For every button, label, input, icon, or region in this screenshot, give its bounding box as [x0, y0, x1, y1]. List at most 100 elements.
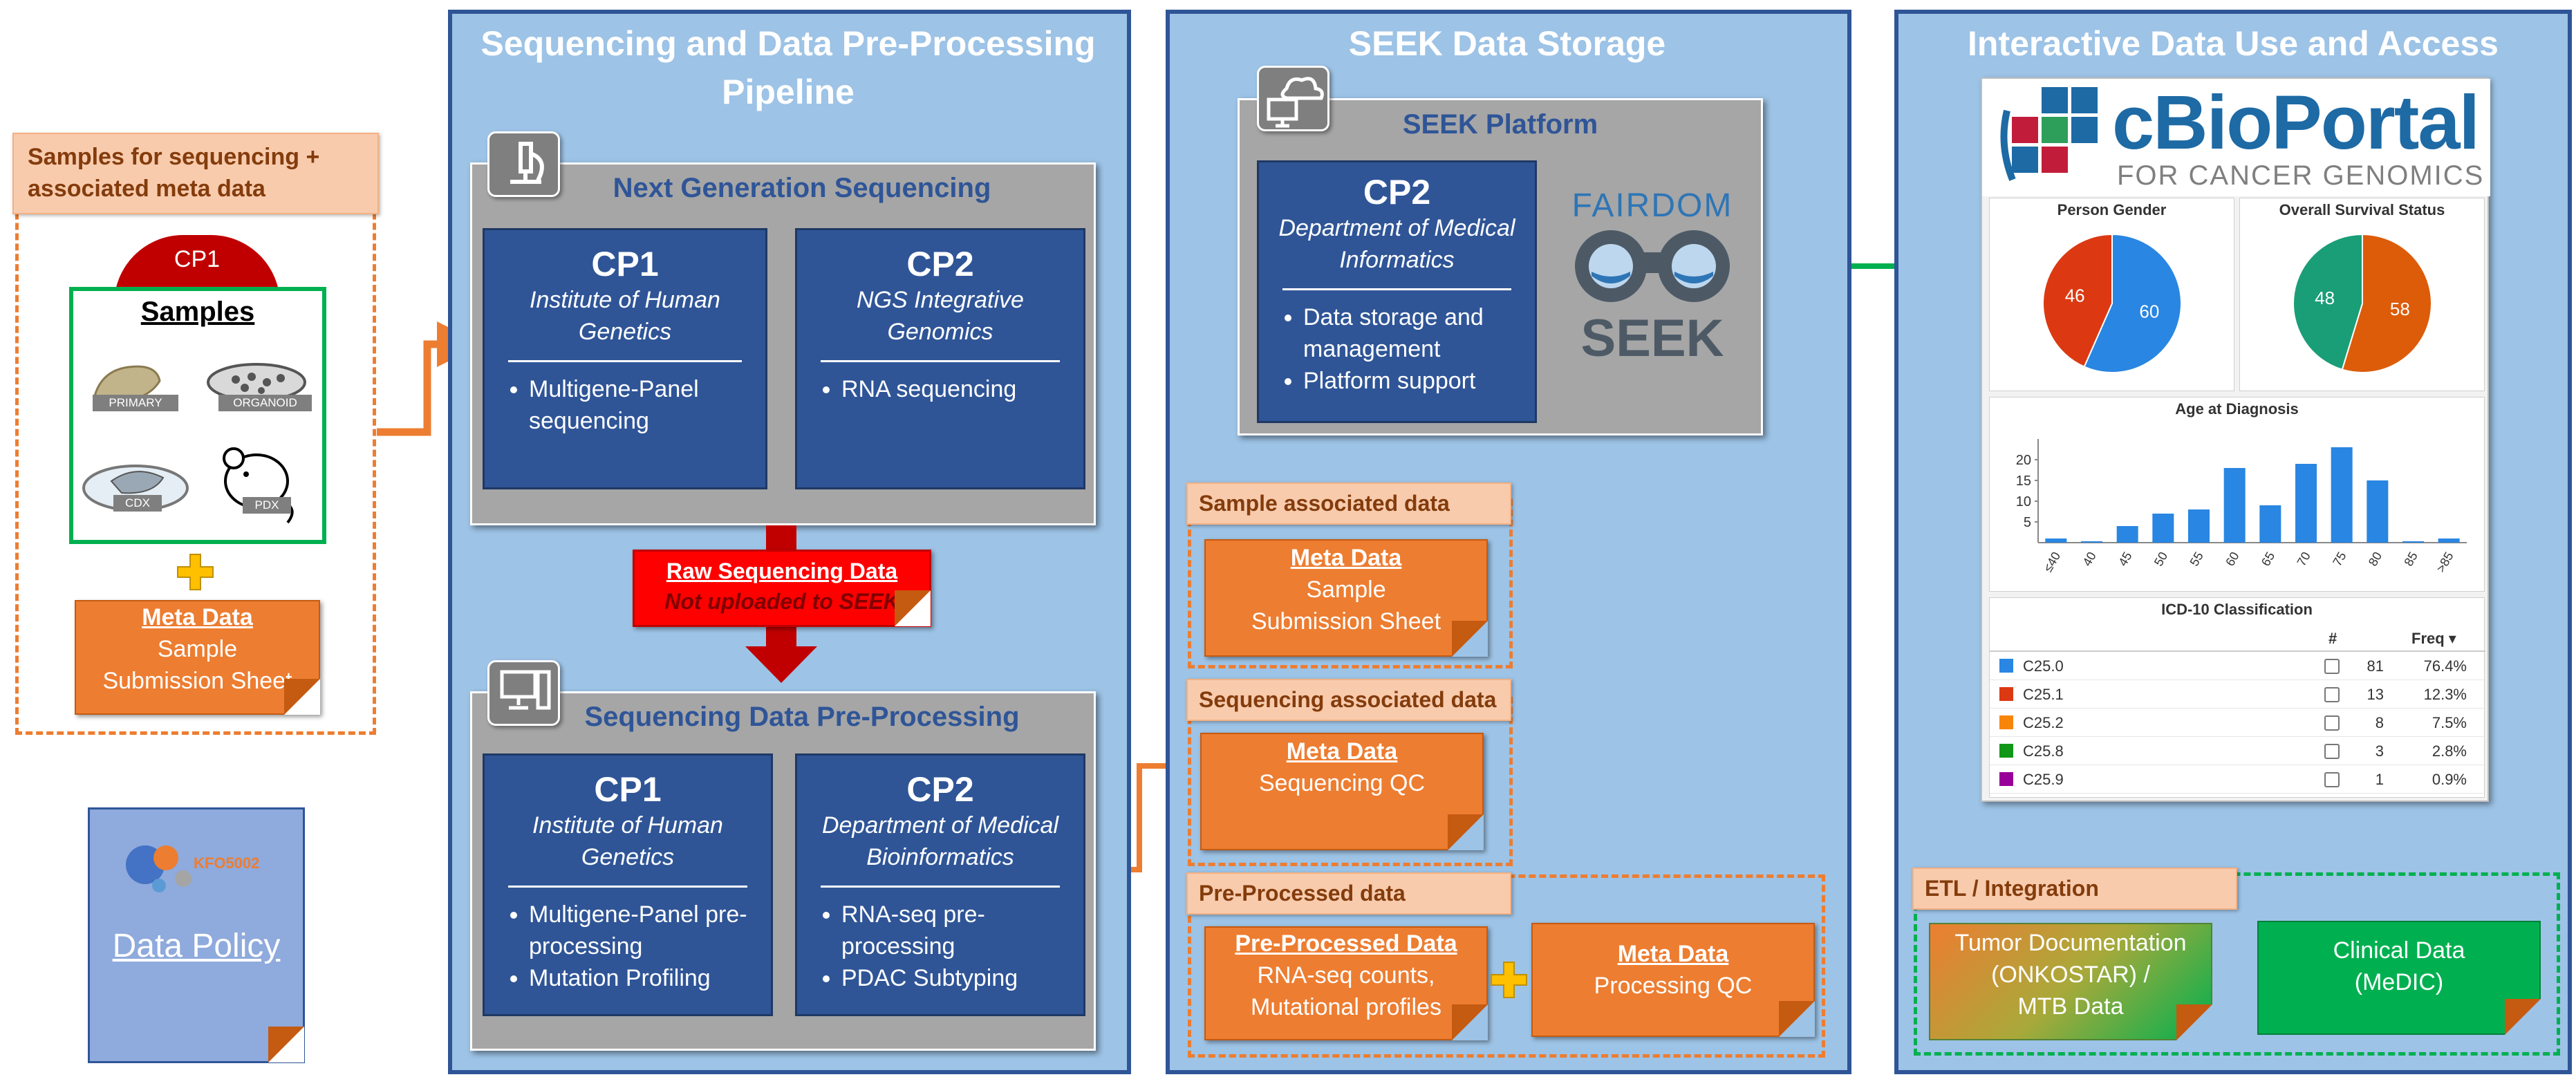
etl-label: ETL / Integration [1912, 868, 2237, 910]
icd-row[interactable]: C25.9 1 0.9% [1990, 765, 2485, 794]
age-bar-8 [2331, 447, 2353, 543]
icd-code: C25.9 [2023, 771, 2064, 788]
preprocessed-data-line-2: Mutational profiles [1251, 994, 1441, 1020]
icd-col-freq[interactable]: Freq ▾ [2411, 630, 2456, 647]
plus-icon-2 [1490, 961, 1528, 999]
plus-icon [176, 553, 214, 591]
icd-checkbox[interactable] [2324, 715, 2340, 731]
binoculars-icon [1575, 230, 1730, 302]
age-xtick-11: >85 [2434, 550, 2456, 574]
data-policy-label[interactable]: Data Policy [112, 928, 281, 964]
icd-code: C25.8 [2023, 742, 2064, 760]
sample-type-pdx: PDX [243, 497, 291, 514]
age-xtick-5: 60 [2223, 550, 2241, 568]
age-bar-9 [2367, 480, 2389, 543]
seq-assoc-label: Sequencing associated data [1186, 679, 1511, 721]
icd-col-num[interactable]: # [2328, 630, 2337, 647]
icd-checkbox[interactable] [2324, 772, 2340, 787]
ngs-card-cp1-inst: Institute of Human Genetics [530, 287, 720, 345]
cbioportal-logo-icon [2000, 87, 2098, 181]
age-bar-1 [2081, 541, 2102, 543]
preproc-card-cp2-item-1: RNA-seq pre-processing [841, 899, 1067, 962]
icd-checkbox[interactable] [2324, 659, 2340, 674]
preproc-card-cp2-code: CP2 [906, 770, 974, 809]
cbioportal-title: cBioPortal [2112, 80, 2480, 165]
icd-checkbox[interactable] [2324, 744, 2340, 759]
age-xtick-8: 75 [2330, 550, 2349, 568]
icd-color-swatch [1999, 659, 2013, 673]
survival-slice-0 [2341, 233, 2432, 373]
processing-qc-note: Meta Data Processing QC [1531, 923, 1815, 1037]
icd-count: 13 [2367, 686, 2384, 703]
icd-freq: 0.9% [2432, 771, 2467, 788]
age-ytick-0: 5 [2024, 515, 2031, 530]
seek-card-cp2-code: CP2 [1363, 173, 1431, 212]
icd-color-swatch [1999, 687, 2013, 701]
samples-box: Samples PRIMARY ORGANOID CDX PDX [69, 287, 326, 544]
age-xtick-2: 45 [2116, 550, 2134, 568]
fairdom-logo-text: FAIRDOM [1571, 187, 1733, 224]
seek-card-cp2: CP2 Department of Medical Informatics Da… [1257, 160, 1537, 423]
icd-code: C25.2 [2023, 714, 2064, 731]
data-policy-doc[interactable]: KFO5002 Data Policy [88, 807, 305, 1063]
age-bar-4 [2188, 509, 2210, 543]
ngs-card-cp2: CP2 NGS Integrative Genomics RNA sequenc… [795, 228, 1085, 489]
survival-title: Overall Survival Status [2279, 201, 2445, 218]
arrow-samples-to-ngs [377, 321, 483, 436]
preproc-card-cp1-inst: Institute of Human Genetics [532, 812, 723, 870]
samples-meta-line-2: Submission Sheet [102, 668, 292, 694]
samples-meta-line-1: Sample [157, 636, 238, 662]
icd-color-swatch [1999, 715, 2013, 729]
tumor-doc-line-1: Tumor Documentation [1954, 930, 2187, 956]
ngs-card-cp2-code: CP2 [906, 245, 974, 283]
preproc-card-cp1-item-2: Mutation Profiling [529, 962, 754, 994]
cloud-computer-icon [1257, 66, 1329, 131]
gender-label-0: 60 [2139, 301, 2159, 321]
seq-assoc-note-title: Meta Data [1286, 738, 1398, 765]
raw-data-note: Not uploaded to SEEK [664, 589, 899, 614]
age-xtick-10: 85 [2402, 550, 2420, 568]
tumor-doc-line-2: (ONKOSTAR) / [1991, 962, 2150, 988]
ngs-card-cp1-code: CP1 [591, 245, 659, 283]
age-ytick-1: 10 [2016, 494, 2031, 509]
seek-platform-title: SEEK Platform [1402, 109, 1598, 140]
gender-title: Person Gender [2057, 201, 2167, 218]
icd-count: 1 [2375, 771, 2384, 788]
sample-type-organoid: ORGANOID [218, 395, 312, 411]
raw-data-callout: Raw Sequencing Data Not uploaded to SEEK [633, 550, 931, 627]
icd-count: 81 [2367, 657, 2384, 675]
age-xtick-4: 55 [2187, 550, 2206, 568]
access-title: Interactive Data Use and Access [1968, 24, 2499, 63]
ngs-card-cp1-item: Multigene-Panel sequencing [529, 373, 749, 437]
sample-type-primary: PRIMARY [93, 395, 178, 411]
icd-checkbox[interactable] [2324, 687, 2340, 702]
age-bar-7 [2295, 464, 2317, 543]
clinical-data-line-2: (MeDIC) [2354, 969, 2444, 995]
age-bar-6 [2259, 505, 2281, 543]
sample-assoc-note: Meta Data Sample Submission Sheet [1204, 539, 1488, 657]
icd-freq: 7.5% [2432, 714, 2467, 731]
preproc-card-cp2-item-2: PDAC Subtyping [841, 962, 1067, 994]
preprocessed-data-title: Pre-Processed Data [1235, 930, 1457, 957]
ngs-title: Next Generation Sequencing [613, 173, 991, 203]
kfo-logo-text: KFO5002 [194, 854, 259, 872]
seq-assoc-note-line-1: Sequencing QC [1258, 770, 1426, 796]
preproc-card-cp1-code: CP1 [594, 770, 662, 809]
icd-code: C25.0 [2023, 657, 2064, 675]
age-bar-0 [2045, 538, 2067, 543]
preproc-title: Sequencing Data Pre-Processing [584, 702, 1020, 732]
fairdom-seek-logo: FAIRDOM SEEK [1556, 187, 1749, 380]
age-xtick-7: 70 [2295, 550, 2313, 568]
samples-meta-note: Meta Data Sample Submission Sheet [75, 600, 320, 715]
age-ytick-3: 20 [2016, 453, 2031, 468]
gender-slice-1 [2042, 233, 2113, 368]
processing-qc-line-1: Processing QC [1594, 973, 1753, 999]
